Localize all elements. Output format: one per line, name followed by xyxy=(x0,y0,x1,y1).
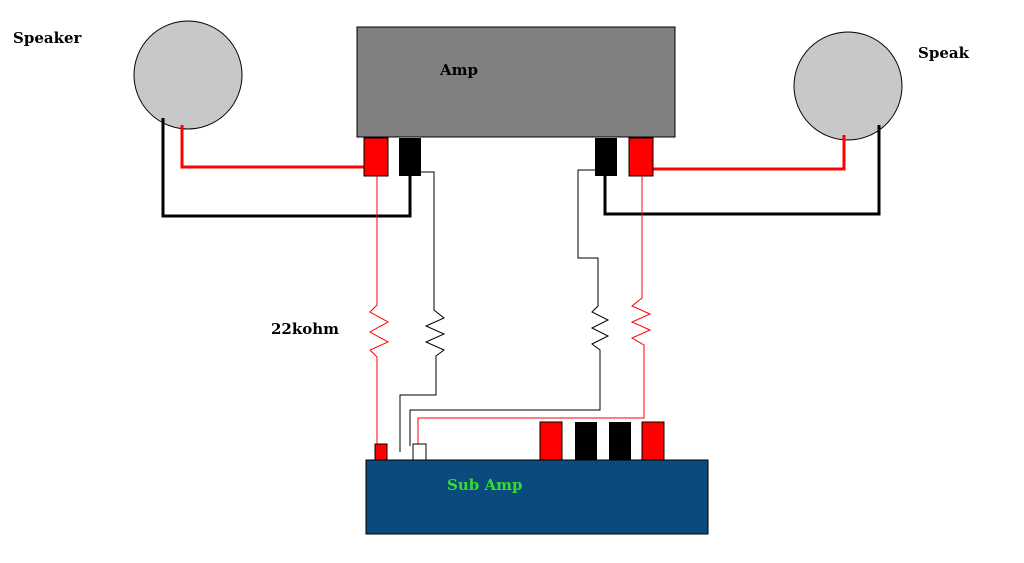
sub-amp-body xyxy=(365,459,709,535)
amp-body xyxy=(356,26,676,138)
amp-terminal-right-negative xyxy=(595,138,617,176)
amp-terminal-left-negative xyxy=(399,138,421,176)
sub-amp-terminal-1 xyxy=(539,421,563,461)
sub-amp-label: Sub Amp xyxy=(447,476,523,494)
right-red-signal-wire xyxy=(417,176,652,444)
speaker-right-label: Speak xyxy=(918,44,969,62)
left-red-signal-wire xyxy=(368,176,390,446)
sub-amp-input-white xyxy=(412,443,427,461)
speaker-left xyxy=(133,20,243,130)
sub-amp-terminal-4 xyxy=(641,421,665,461)
sub-amp-terminal-3 xyxy=(609,422,631,460)
amp-label: Amp xyxy=(440,61,478,79)
speaker-left-label: Speaker xyxy=(13,29,82,47)
right-speaker-negative-wire xyxy=(603,125,881,216)
left-speaker-positive-wire xyxy=(180,125,364,169)
resistor-label: 22kohm xyxy=(271,320,340,338)
sub-amp-terminal-2 xyxy=(575,422,597,460)
speaker-right xyxy=(793,31,903,141)
left-black-signal-wire xyxy=(399,171,446,452)
left-speaker-negative-wire xyxy=(161,118,412,218)
sub-amp-input-red xyxy=(374,443,388,461)
right-black-signal-wire xyxy=(409,169,610,446)
amp-terminal-right-positive xyxy=(628,137,654,177)
amp-terminal-left-positive xyxy=(363,137,389,177)
right-speaker-positive-wire xyxy=(652,135,846,171)
